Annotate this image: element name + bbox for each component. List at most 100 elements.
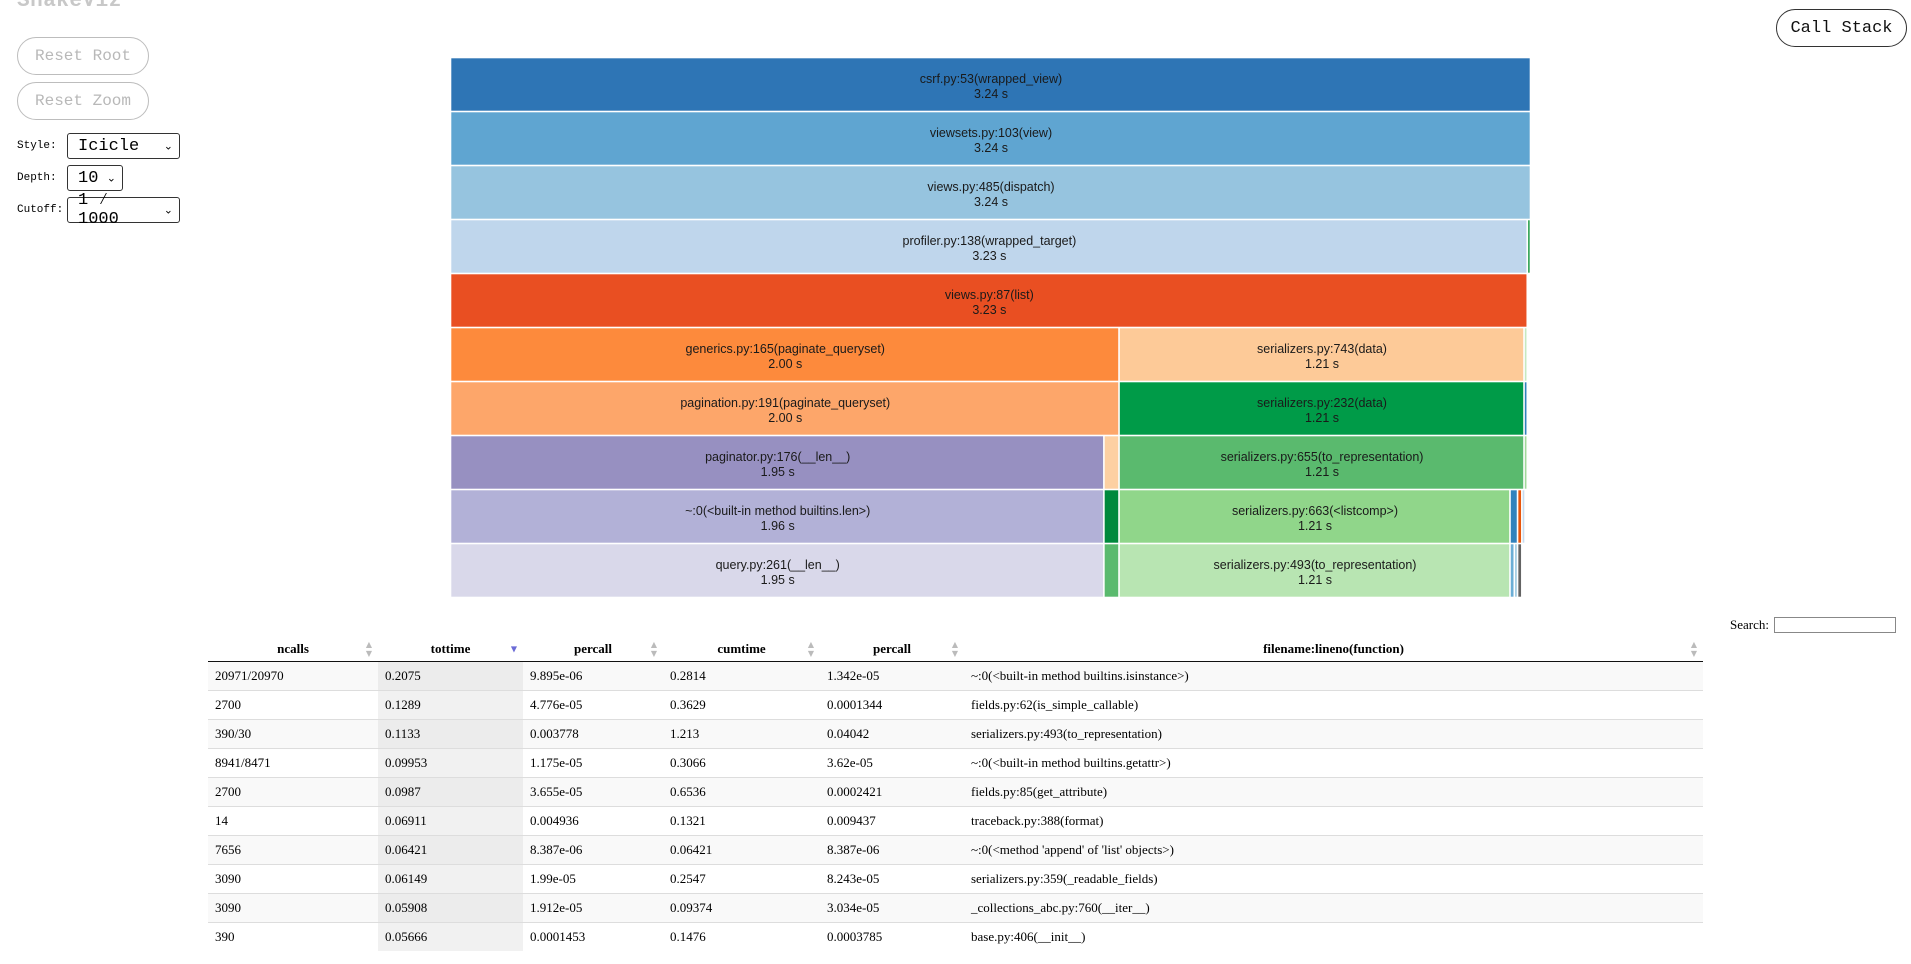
table-cell: 0.05666: [378, 922, 523, 951]
icicle-block-label: serializers.py:655(to_representation): [1221, 450, 1424, 464]
icicle-block-rect[interactable]: [1524, 327, 1528, 382]
column-header-percall[interactable]: percall▲▼: [523, 637, 663, 662]
icicle-block[interactable]: pagination.py:191(paginate_queryset)2.00…: [451, 381, 1119, 436]
icicle-block-rect[interactable]: [1119, 435, 1524, 490]
sort-icon: ▲▼: [807, 640, 814, 658]
icicle-block-rect[interactable]: [1522, 489, 1525, 544]
icicle-block-rect[interactable]: [451, 435, 1104, 490]
icicle-block-rect[interactable]: [1527, 219, 1531, 274]
cutoff-label: Cutoff:: [17, 204, 64, 216]
icicle-block[interactable]: serializers.py:663(<listcomp>)1.21 s: [1119, 489, 1510, 544]
icicle-block[interactable]: [1527, 219, 1531, 274]
icicle-block-rect[interactable]: [451, 58, 1531, 112]
icicle-block[interactable]: [1104, 543, 1119, 598]
icicle-chart[interactable]: csrf.py:53(wrapped_view)3.24 sviewsets.p…: [451, 58, 1531, 598]
table-cell: 2700: [208, 777, 378, 807]
icicle-block-rect[interactable]: [1510, 489, 1518, 544]
icicle-block[interactable]: csrf.py:53(wrapped_view)3.24 s: [451, 58, 1531, 112]
icicle-block[interactable]: [1104, 489, 1119, 544]
icicle-block-time: 1.21 s: [1305, 357, 1339, 371]
icicle-block[interactable]: paginator.py:176(__len__)1.95 s: [451, 435, 1104, 490]
column-header-tottime[interactable]: tottime▼: [378, 637, 523, 662]
icicle-block[interactable]: views.py:485(dispatch)3.24 s: [451, 165, 1531, 220]
icicle-block-rect[interactable]: [1119, 381, 1524, 436]
style-select[interactable]: Icicle ⌄: [67, 133, 180, 159]
icicle-block-rect[interactable]: [1524, 381, 1528, 436]
icicle-block[interactable]: [1524, 435, 1528, 490]
icicle-block-time: 1.21 s: [1298, 573, 1332, 587]
icicle-block-rect[interactable]: [1104, 435, 1119, 490]
icicle-block-time: 3.24 s: [974, 141, 1008, 155]
icicle-block-rect[interactable]: [451, 381, 1119, 436]
icicle-block[interactable]: serializers.py:232(data)1.21 s: [1119, 381, 1524, 436]
icicle-block[interactable]: [1517, 543, 1522, 598]
call-stack-button[interactable]: Call Stack: [1776, 9, 1907, 47]
icicle-block-time: 3.23 s: [972, 303, 1006, 317]
icicle-block-rect[interactable]: [451, 111, 1531, 166]
icicle-block[interactable]: serializers.py:743(data)1.21 s: [1119, 327, 1524, 382]
style-label: Style:: [17, 140, 57, 152]
reset-root-button[interactable]: Reset Root: [17, 37, 149, 75]
icicle-block-rect[interactable]: [1517, 489, 1522, 544]
icicle-block[interactable]: [1510, 489, 1518, 544]
icicle-block[interactable]: [1524, 381, 1528, 436]
icicle-block-rect[interactable]: [1119, 327, 1524, 382]
icicle-block[interactable]: query.py:261(__len__)1.95 s: [451, 543, 1104, 598]
column-header-cumtime[interactable]: cumtime▲▼: [663, 637, 820, 662]
icicle-block[interactable]: serializers.py:655(to_representation)1.2…: [1119, 435, 1524, 490]
icicle-block[interactable]: [1524, 327, 1528, 382]
icicle-block-label: viewsets.py:103(view): [930, 126, 1052, 140]
table-cell: 0.1289: [378, 690, 523, 720]
icicle-block[interactable]: [1517, 489, 1522, 544]
icicle-block-rect[interactable]: [451, 165, 1531, 220]
icicle-block-rect[interactable]: [1517, 543, 1522, 598]
icicle-block-rect[interactable]: [1104, 543, 1119, 598]
table-cell: 0.2075: [378, 661, 523, 691]
icicle-block[interactable]: [1514, 543, 1518, 598]
icicle-block[interactable]: viewsets.py:103(view)3.24 s: [451, 111, 1531, 166]
table-cell: 3.655e-05: [523, 777, 663, 807]
icicle-block[interactable]: profiler.py:138(wrapped_target)3.23 s: [451, 219, 1528, 274]
icicle-block-rect[interactable]: [451, 327, 1119, 382]
icicle-block[interactable]: ~:0(<built-in method builtins.len>)1.96 …: [451, 489, 1104, 544]
chevron-down-icon: ⌄: [163, 203, 173, 217]
icicle-block-rect[interactable]: [1119, 543, 1510, 598]
column-header-function[interactable]: filename:lineno(function)▲▼: [964, 637, 1703, 662]
icicle-block-rect[interactable]: [1510, 543, 1515, 598]
search-input[interactable]: [1773, 617, 1896, 633]
icicle-block[interactable]: generics.py:165(paginate_queryset)2.00 s: [451, 327, 1119, 382]
icicle-block[interactable]: [1104, 435, 1119, 490]
icicle-block-rect[interactable]: [1514, 543, 1518, 598]
column-header-ncalls[interactable]: ncalls▲▼: [208, 637, 378, 662]
reset-zoom-button[interactable]: Reset Zoom: [17, 82, 149, 120]
icicle-block[interactable]: [1522, 489, 1525, 544]
icicle-block[interactable]: views.py:87(list)3.23 s: [451, 273, 1528, 328]
icicle-block-rect[interactable]: [1104, 489, 1119, 544]
icicle-block[interactable]: [1510, 543, 1515, 598]
depth-select[interactable]: 10 ⌄: [67, 165, 123, 191]
icicle-block[interactable]: serializers.py:493(to_representation)1.2…: [1119, 543, 1510, 598]
icicle-block-time: 1.96 s: [761, 519, 795, 533]
icicle-block-rect[interactable]: [451, 489, 1104, 544]
table-cell: fields.py:85(get_attribute): [964, 777, 1703, 807]
table-cell: 0.0987: [378, 777, 523, 807]
icicle-block-rect[interactable]: [451, 273, 1528, 328]
icicle-block-rect[interactable]: [451, 543, 1104, 598]
icicle-block-time: 1.95 s: [761, 465, 795, 479]
column-header-percall-cum[interactable]: percall▲▼: [820, 637, 964, 662]
icicle-block-label: paginator.py:176(__len__): [705, 450, 850, 464]
icicle-block-rect[interactable]: [1524, 435, 1528, 490]
icicle-block-rect[interactable]: [1119, 489, 1510, 544]
icicle-block-rect[interactable]: [451, 219, 1528, 274]
cutoff-select[interactable]: 1 ⁄ 1000 ⌄: [67, 191, 180, 229]
